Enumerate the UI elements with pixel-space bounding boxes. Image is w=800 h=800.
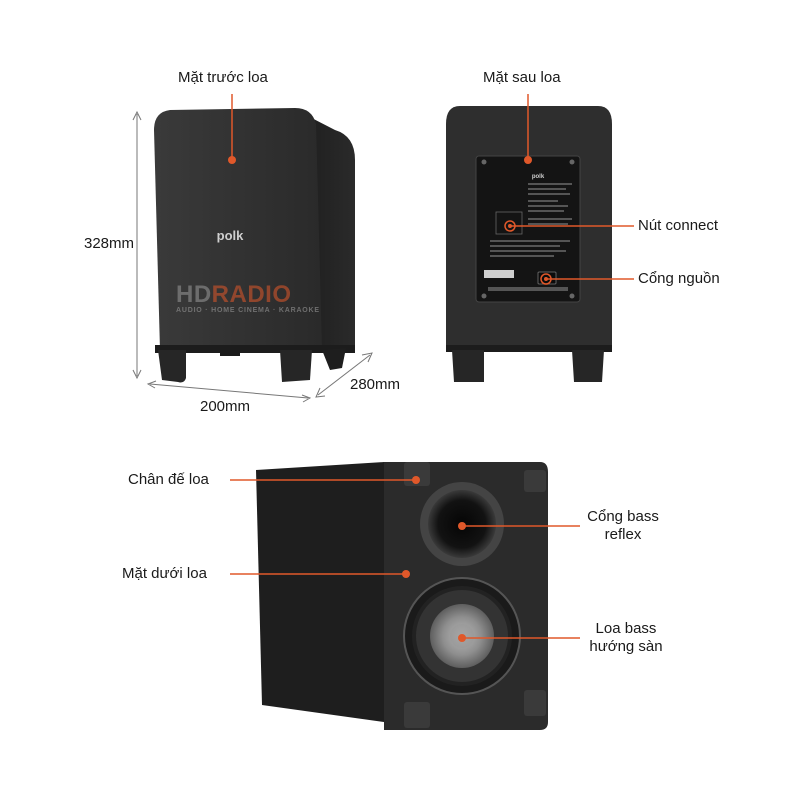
watermark-tagline: AUDIO · HOME CINEMA · KARAOKE [176,307,320,314]
callout-bottom [230,570,410,578]
back-panel: polk [475,155,581,303]
dimension-height-line [132,110,142,380]
label-bass-driver-line2: hướng sàn [589,638,663,655]
callout-back [524,94,532,164]
label-bass-port: Cổng bass reflex [580,508,666,544]
front-speaker-image [154,108,355,383]
callout-front [228,94,236,164]
callout-connect [504,220,634,232]
label-back: Mặt sau loa [483,69,561,86]
dimension-depth-line [315,352,373,398]
callout-port [458,522,580,530]
dimension-width: 200mm [200,398,251,415]
label-bass-port-line2: reflex [604,526,642,543]
label-bass-port-line1: Cổng bass [587,508,659,525]
dimension-height: 328mm [84,235,135,252]
bottom-speaker-image [256,462,548,730]
label-power: Cổng nguồn [638,270,720,287]
label-bass-driver: Loa bass hướng sàn [580,620,672,656]
label-bottom: Mặt dưới loa [122,565,207,582]
callout-feet [230,476,420,484]
watermark-logo: HDRADIO [176,281,292,308]
front-brand-logo: polk [217,228,244,243]
callout-power [540,273,634,285]
dimension-width-line [146,380,312,403]
label-connect: Nút connect [638,217,719,234]
label-feet: Chân đế loa [128,471,209,488]
callout-driver [458,634,580,642]
back-brand-logo: polk [532,174,545,180]
label-bass-driver-line1: Loa bass [595,620,657,637]
dimension-depth: 280mm [350,376,401,393]
label-front: Mặt trước loa [178,69,268,86]
